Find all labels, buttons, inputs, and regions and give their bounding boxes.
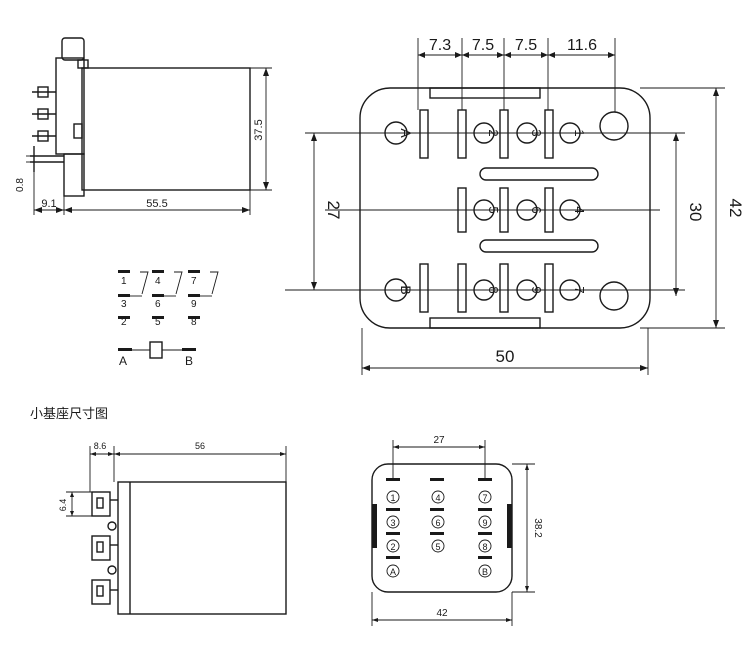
body-length-label: 55.5 xyxy=(146,198,167,210)
contact-label: 3 xyxy=(121,299,127,310)
socket-pin-label: A xyxy=(390,567,396,577)
relay-front-view: A 2 3 1 5 6 4 B 8 9 7 7.3 7.5 7.5 11.6 2… xyxy=(285,37,745,375)
socket-pin-label: 2 xyxy=(390,542,395,552)
socket-length-label: 56 xyxy=(195,441,205,451)
pitch-label: 7.3 xyxy=(429,37,451,54)
pitch-label: 11.6 xyxy=(567,37,597,54)
front-pin-label: 8 xyxy=(486,286,501,293)
front-pin-label: 9 xyxy=(529,286,544,293)
coil-label-b: B xyxy=(185,354,193,368)
pitch-label: 7.5 xyxy=(515,37,537,54)
contact-label: 2 xyxy=(121,317,127,328)
pitch-label: 7.5 xyxy=(472,37,494,54)
socket-pin-label: 5 xyxy=(435,542,440,552)
contact-label: 6 xyxy=(155,299,161,310)
front-pin-label: 5 xyxy=(486,206,501,213)
socket-depth-label: 8.6 xyxy=(94,441,107,451)
total-width-label: 50 xyxy=(496,347,515,366)
contact-label: 1 xyxy=(121,276,127,287)
socket-pin-label: 6 xyxy=(435,518,440,528)
socket-pin-label: 3 xyxy=(390,518,395,528)
front-pin-label: 7 xyxy=(572,286,587,293)
socket-pin-label: 1 xyxy=(390,493,395,503)
front-pin-label: 6 xyxy=(529,206,544,213)
contact-schematic: 1 3 2 4 6 5 7 9 8 A B xyxy=(118,270,219,368)
contact-label: 7 xyxy=(191,276,197,287)
contact-label: 8 xyxy=(191,317,197,328)
section-title: 小基座尺寸图 xyxy=(30,407,108,422)
terminal-pitch-label: 6.4 xyxy=(58,499,68,512)
mount-spacing-label: 30 xyxy=(686,203,705,222)
socket-height-label: 38.2 xyxy=(532,518,543,538)
row-spacing-label: 27 xyxy=(324,201,343,220)
coil-label-a: A xyxy=(119,354,127,368)
front-pin-label: 2 xyxy=(486,129,501,136)
front-pin-label: 3 xyxy=(529,129,544,136)
socket-pin-label: 9 xyxy=(482,518,487,528)
pin-pitch-label: 0.8 xyxy=(15,178,26,192)
pin-length-label: 9.1 xyxy=(41,198,56,210)
socket-width-label: 42 xyxy=(436,608,448,619)
relay-height-label: 37.5 xyxy=(253,119,265,140)
socket-top-view: 1 4 7 3 6 9 2 5 8 A B 27 38.2 42 xyxy=(371,435,543,626)
contact-label: 4 xyxy=(155,276,161,287)
socket-pin-label: 8 xyxy=(482,542,487,552)
socket-pin-label: B xyxy=(482,567,488,577)
front-pin-label: 4 xyxy=(572,206,587,213)
contact-label: 9 xyxy=(191,299,197,310)
front-pin-label: 1 xyxy=(572,129,587,136)
front-pin-label: B xyxy=(398,285,414,294)
total-height-label: 42 xyxy=(726,199,745,218)
contact-label: 5 xyxy=(155,317,161,328)
front-pin-label: A xyxy=(398,128,414,138)
relay-side-view: 37.5 0.8 9.1 55.5 xyxy=(15,37,272,215)
socket-pitch-label: 27 xyxy=(433,435,445,446)
socket-pin-label: 7 xyxy=(482,493,487,503)
socket-side-view: 8.6 56 6.4 xyxy=(58,441,287,615)
socket-pin-label: 4 xyxy=(435,493,440,503)
